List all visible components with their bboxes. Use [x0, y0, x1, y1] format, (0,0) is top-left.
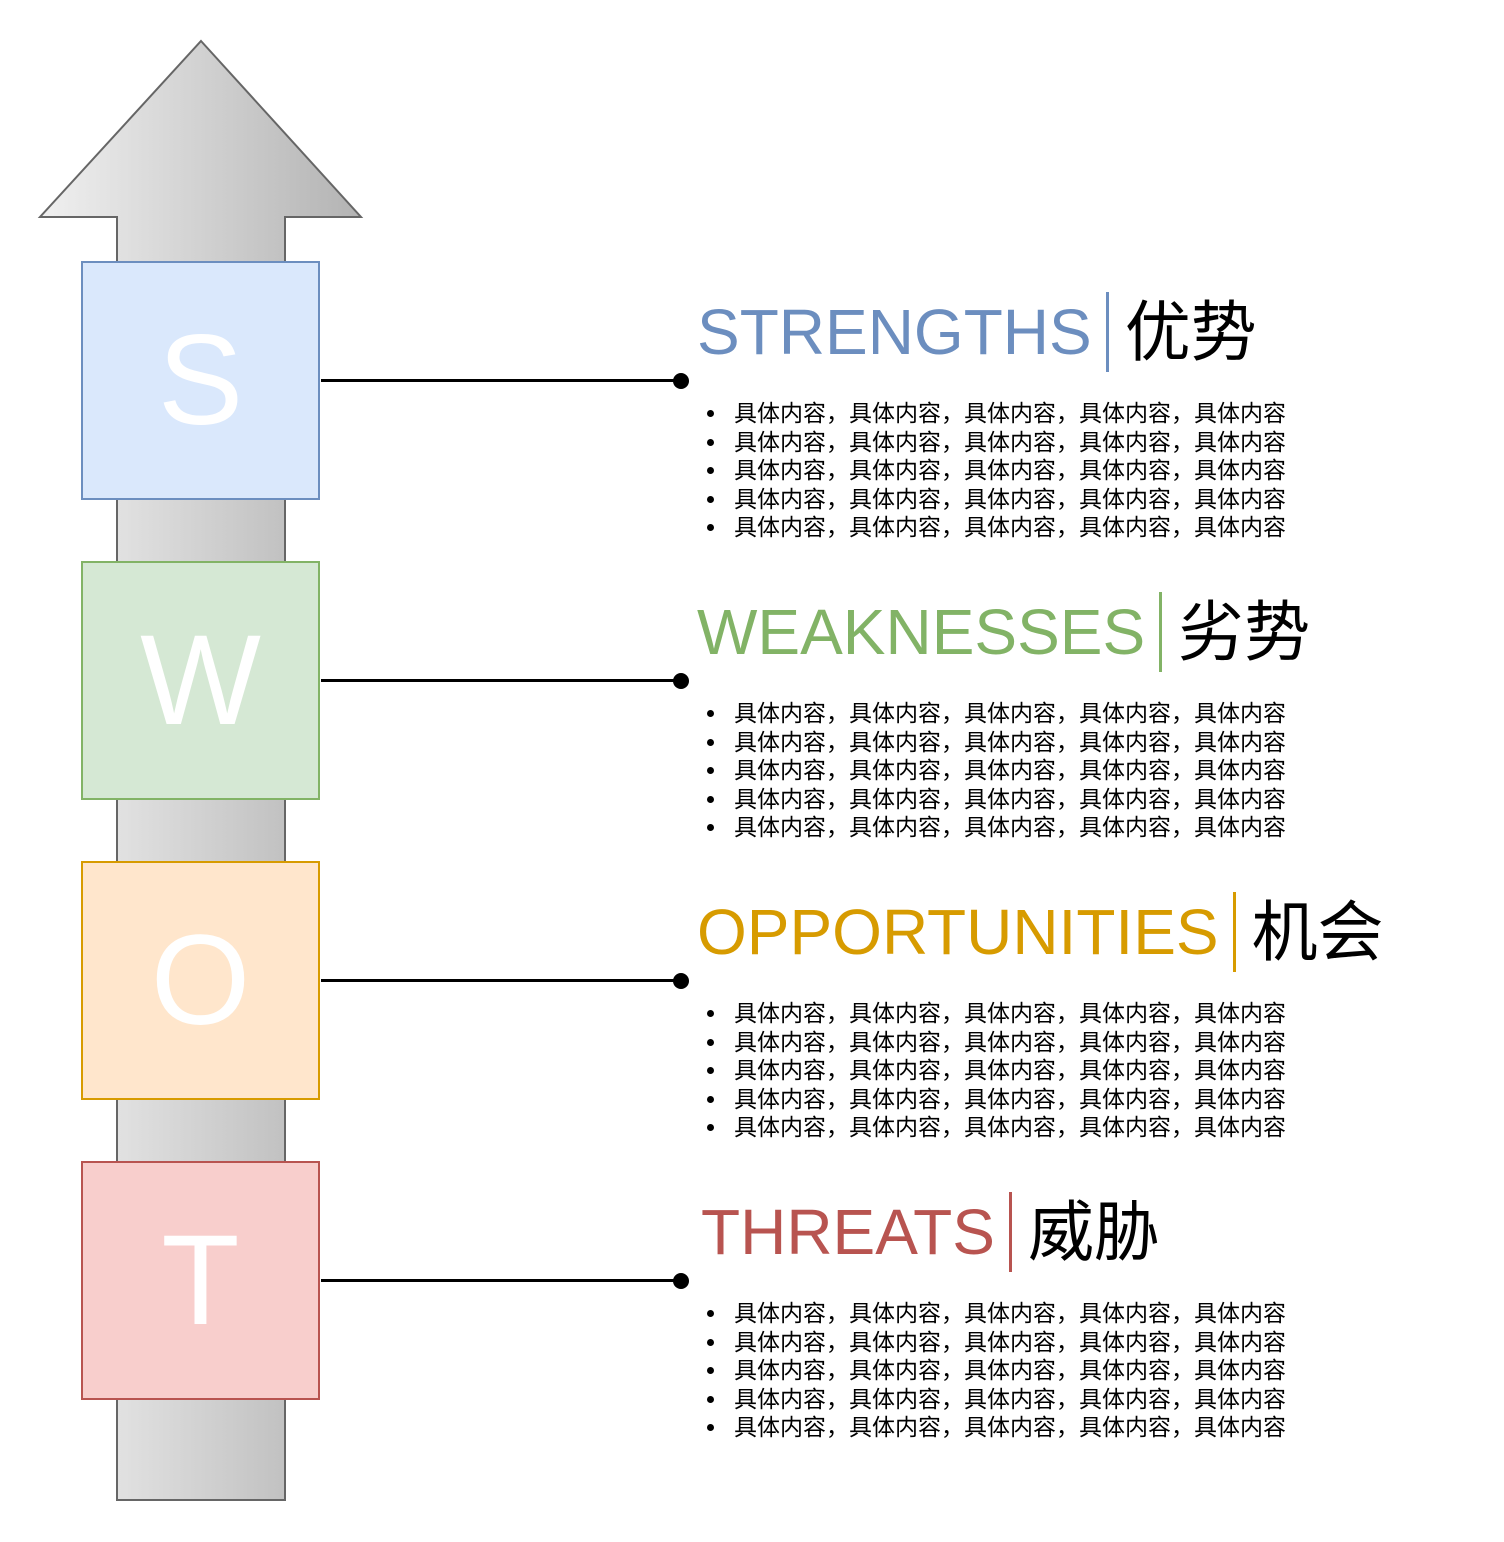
list-item-text: 具体内容，具体内容，具体内容，具体内容，具体内容: [734, 1085, 1286, 1112]
bullet-icon: [707, 710, 714, 717]
opportunities-bullet-list: 具体内容，具体内容，具体内容，具体内容，具体内容 具体内容，具体内容，具体内容，…: [704, 999, 1286, 1142]
weaknesses-connector-dot: [673, 673, 689, 689]
opportunities-heading: OPPORTUNITIES 机会: [697, 892, 1384, 972]
list-item: 具体内容，具体内容，具体内容，具体内容，具体内容: [704, 1356, 1286, 1385]
list-item: 具体内容，具体内容，具体内容，具体内容，具体内容: [704, 1113, 1286, 1142]
list-item-text: 具体内容，具体内容，具体内容，具体内容，具体内容: [734, 457, 1286, 483]
opportunities-title-en: OPPORTUNITIES: [697, 896, 1219, 968]
weaknesses-title-cn: 劣势: [1178, 595, 1311, 669]
bullet-icon: [707, 495, 714, 503]
bullet-icon: [707, 1367, 714, 1374]
strengths-letter: S: [157, 308, 244, 452]
threats-connector-dot: [673, 1273, 689, 1289]
list-item: 具体内容，具体内容，具体内容，具体内容，具体内容: [704, 699, 1286, 728]
strengths-connector-dot: [673, 373, 689, 389]
weaknesses-heading: WEAKNESSES 劣势: [697, 592, 1310, 672]
bullet-icon: [707, 1395, 714, 1403]
list-item: 具体内容，具体内容，具体内容，具体内容，具体内容: [704, 1056, 1286, 1085]
list-item-text: 具体内容，具体内容，具体内容，具体内容，具体内容: [734, 1000, 1286, 1026]
threats-title-en: THREATS: [701, 1196, 995, 1268]
list-item-text: 具体内容，具体内容，具体内容，具体内容，具体内容: [734, 1028, 1286, 1055]
bullet-icon: [707, 1010, 714, 1017]
bullet-icon: [707, 1067, 714, 1074]
bullet-icon: [707, 438, 714, 446]
list-item: 具体内容，具体内容，具体内容，具体内容，具体内容: [704, 485, 1286, 514]
bullet-icon: [707, 410, 714, 417]
list-item-text: 具体内容，具体内容，具体内容，具体内容，具体内容: [734, 757, 1286, 783]
list-item-text: 具体内容，具体内容，具体内容，具体内容，具体内容: [734, 700, 1286, 726]
list-item-text: 具体内容，具体内容，具体内容，具体内容，具体内容: [734, 485, 1286, 512]
bullet-icon: [707, 524, 714, 531]
weaknesses-title-separator: [1159, 592, 1163, 672]
list-item-text: 具体内容，具体内容，具体内容，具体内容，具体内容: [734, 1385, 1286, 1412]
list-item: 具体内容，具体内容，具体内容，具体内容，具体内容: [704, 728, 1286, 757]
list-item-text: 具体内容，具体内容，具体内容，具体内容，具体内容: [734, 514, 1286, 540]
strengths-title-separator: [1105, 292, 1109, 372]
list-item: 具体内容，具体内容，具体内容，具体内容，具体内容: [704, 428, 1286, 457]
list-item-text: 具体内容，具体内容，具体内容，具体内容，具体内容: [734, 400, 1286, 426]
strengths-bullet-list: 具体内容，具体内容，具体内容，具体内容，具体内容 具体内容，具体内容，具体内容，…: [704, 399, 1286, 542]
bullet-icon: [707, 467, 714, 474]
list-item: 具体内容，具体内容，具体内容，具体内容，具体内容: [704, 1385, 1286, 1414]
list-item-text: 具体内容，具体内容，具体内容，具体内容，具体内容: [734, 1114, 1286, 1140]
opportunities-letter-box: O: [81, 861, 320, 1100]
list-item: 具体内容，具体内容，具体内容，具体内容，具体内容: [704, 1028, 1286, 1057]
list-item: 具体内容，具体内容，具体内容，具体内容，具体内容: [704, 756, 1286, 785]
list-item: 具体内容，具体内容，具体内容，具体内容，具体内容: [704, 1299, 1286, 1328]
threats-title-separator: [1008, 1192, 1012, 1272]
list-item: 具体内容，具体内容，具体内容，具体内容，具体内容: [704, 1085, 1286, 1114]
threats-letter-box: T: [81, 1161, 320, 1400]
opportunities-letter: O: [150, 908, 251, 1052]
threats-connector: [321, 1279, 681, 1282]
list-item-text: 具体内容，具体内容，具体内容，具体内容，具体内容: [734, 1414, 1286, 1440]
list-item: 具体内容，具体内容，具体内容，具体内容，具体内容: [704, 813, 1286, 842]
weaknesses-title-en: WEAKNESSES: [697, 596, 1146, 668]
opportunities-title-separator: [1232, 892, 1236, 972]
bullet-icon: [707, 767, 714, 774]
weaknesses-connector: [321, 679, 681, 682]
opportunities-title-cn: 机会: [1251, 895, 1384, 969]
strengths-connector: [321, 379, 681, 382]
list-item-text: 具体内容，具体内容，具体内容，具体内容，具体内容: [734, 428, 1286, 455]
bullet-icon: [707, 1424, 714, 1431]
strengths-title-cn: 优势: [1124, 295, 1257, 369]
bullet-icon: [707, 738, 714, 746]
list-item-text: 具体内容，具体内容，具体内容，具体内容，具体内容: [734, 814, 1286, 840]
list-item: 具体内容，具体内容，具体内容，具体内容，具体内容: [704, 785, 1286, 814]
list-item: 具体内容，具体内容，具体内容，具体内容，具体内容: [704, 399, 1286, 428]
strengths-heading: STRENGTHS 优势: [697, 292, 1257, 372]
strengths-title-en: STRENGTHS: [697, 296, 1092, 368]
bullet-icon: [707, 824, 714, 831]
list-item-text: 具体内容，具体内容，具体内容，具体内容，具体内容: [734, 1300, 1286, 1326]
bullet-icon: [707, 795, 714, 803]
threats-title-cn: 威胁: [1027, 1195, 1160, 1269]
weaknesses-letter: W: [140, 608, 261, 752]
strengths-letter-box: S: [81, 261, 320, 500]
list-item-text: 具体内容，具体内容，具体内容，具体内容，具体内容: [734, 728, 1286, 755]
list-item: 具体内容，具体内容，具体内容，具体内容，具体内容: [704, 1328, 1286, 1357]
list-item: 具体内容，具体内容，具体内容，具体内容，具体内容: [704, 1413, 1286, 1442]
list-item: 具体内容，具体内容，具体内容，具体内容，具体内容: [704, 456, 1286, 485]
weaknesses-letter-box: W: [81, 561, 320, 800]
bullet-icon: [707, 1124, 714, 1131]
bullet-icon: [707, 1310, 714, 1317]
weaknesses-bullet-list: 具体内容，具体内容，具体内容，具体内容，具体内容 具体内容，具体内容，具体内容，…: [704, 699, 1286, 842]
bullet-icon: [707, 1038, 714, 1046]
opportunities-connector: [321, 979, 681, 982]
list-item-text: 具体内容，具体内容，具体内容，具体内容，具体内容: [734, 1357, 1286, 1383]
list-item-text: 具体内容，具体内容，具体内容，具体内容，具体内容: [734, 1057, 1286, 1083]
bullet-icon: [707, 1095, 714, 1103]
list-item-text: 具体内容，具体内容，具体内容，具体内容，具体内容: [734, 1328, 1286, 1355]
opportunities-connector-dot: [673, 973, 689, 989]
list-item: 具体内容，具体内容，具体内容，具体内容，具体内容: [704, 999, 1286, 1028]
threats-bullet-list: 具体内容，具体内容，具体内容，具体内容，具体内容 具体内容，具体内容，具体内容，…: [704, 1299, 1286, 1442]
threats-heading: THREATS 威胁: [701, 1192, 1160, 1272]
list-item: 具体内容，具体内容，具体内容，具体内容，具体内容: [704, 513, 1286, 542]
bullet-icon: [707, 1338, 714, 1346]
threats-letter: T: [161, 1208, 240, 1352]
list-item-text: 具体内容，具体内容，具体内容，具体内容，具体内容: [734, 785, 1286, 812]
